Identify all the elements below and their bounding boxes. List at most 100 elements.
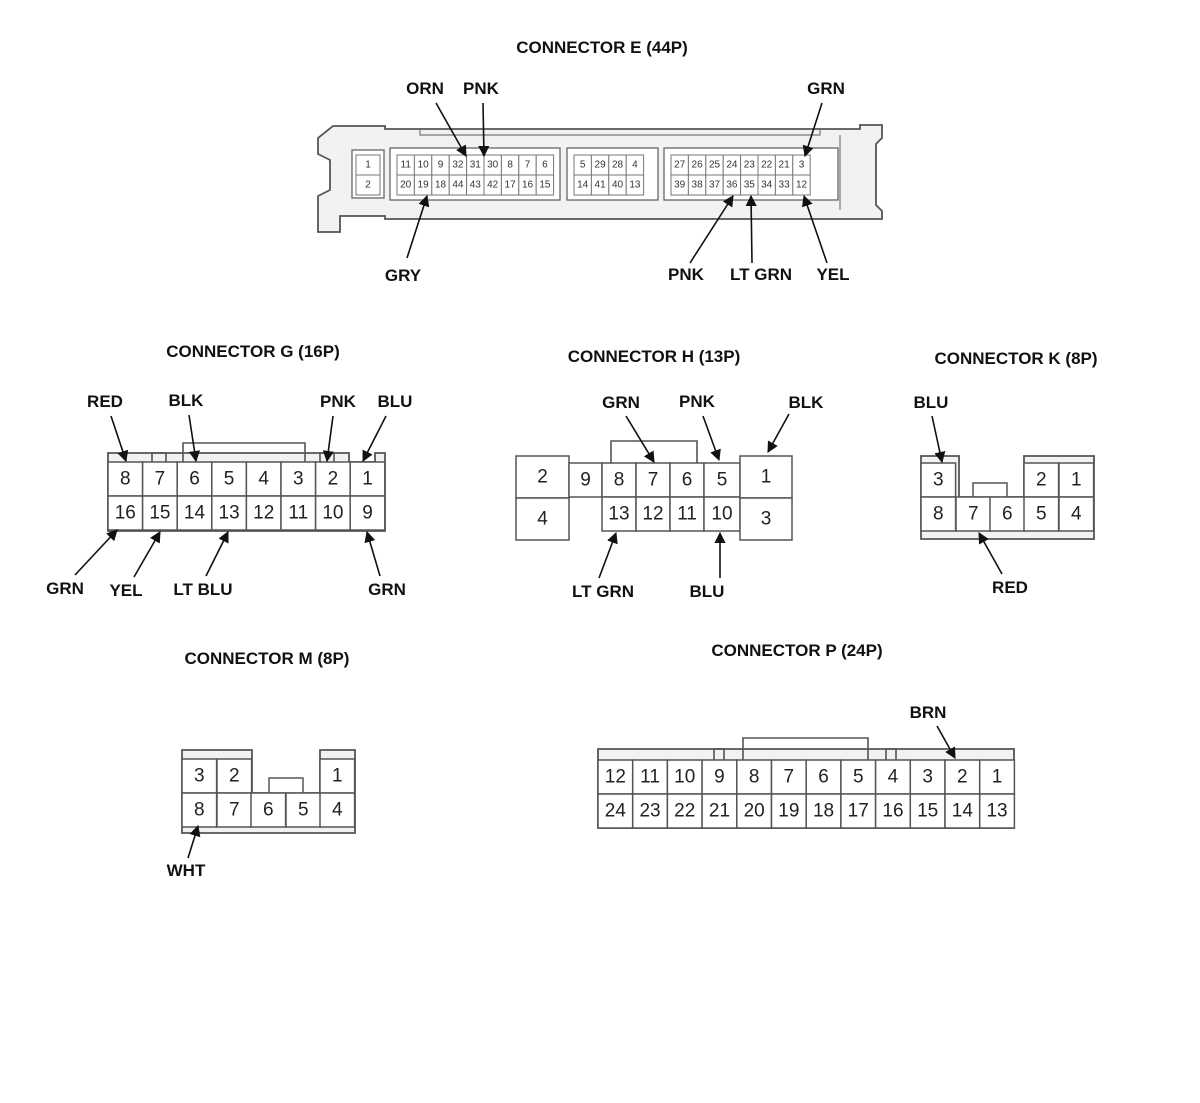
pin-cavity	[176, 461, 213, 497]
pin-number-h-2: 2	[537, 467, 548, 488]
pin-number-k-3: 3	[933, 470, 944, 491]
connector-e-title: CONNECTOR E (44P)	[516, 38, 688, 57]
wire-arrow-g1	[362, 415, 387, 462]
connector-m-title: CONNECTOR M (8P)	[185, 649, 350, 668]
pin-number-e-43: 43	[470, 180, 482, 191]
pin-cavity	[701, 793, 738, 829]
pin-cavity	[597, 759, 634, 795]
pin-cavity	[216, 758, 253, 794]
wire-label-grn-h7: GRN	[602, 393, 640, 412]
pin-number-p-22: 22	[674, 801, 695, 822]
pin-cavity	[736, 759, 773, 795]
pin-number-e-32: 32	[452, 160, 464, 171]
pin-number-g-10: 10	[322, 503, 343, 524]
pin-number-g-3: 3	[293, 469, 304, 490]
pin-number-e-35: 35	[744, 180, 756, 191]
pin-number-h-11: 11	[677, 504, 697, 525]
pin-cavity	[280, 495, 317, 531]
wire-label-brn-p2: BRN	[910, 703, 947, 722]
pin-number-e-23: 23	[744, 160, 756, 171]
pin-number-p-2: 2	[957, 767, 968, 788]
pin-number-p-16: 16	[882, 801, 903, 822]
pin-number-p-20: 20	[744, 801, 765, 822]
pin-number-e-8: 8	[507, 160, 513, 171]
wire-arrow-h13	[598, 531, 618, 579]
pin-cavity	[216, 792, 253, 828]
pin-cavity	[285, 792, 322, 828]
pin-cavity	[349, 495, 386, 531]
connector-g-title: CONNECTOR G (16P)	[166, 342, 340, 361]
pin-number-e-21: 21	[779, 160, 791, 171]
connector-k-title: CONNECTOR K (8P)	[934, 349, 1097, 368]
pin-number-p-6: 6	[818, 767, 829, 788]
pin-cavity	[635, 496, 671, 532]
pin-number-h-6: 6	[682, 470, 693, 491]
pin-number-g-6: 6	[189, 469, 200, 490]
pin-number-e-28: 28	[612, 160, 624, 171]
pin-cavity	[770, 759, 807, 795]
wire-label-grn-g16: GRN	[46, 579, 84, 598]
pin-cavity	[944, 793, 981, 829]
pin-number-m-1: 1	[332, 766, 343, 787]
pin-number-g-1: 1	[362, 469, 373, 490]
wire-arrow-e32	[435, 102, 467, 157]
pin-number-e-14: 14	[577, 180, 589, 191]
pin-number-p-12: 12	[605, 767, 626, 788]
wire-arrow-g9	[364, 530, 381, 577]
wire-label-grn-g9: GRN	[368, 580, 406, 599]
pin-number-m-7: 7	[229, 800, 240, 821]
pin-cavity	[669, 462, 705, 498]
wire-arrow-m8	[187, 824, 201, 859]
pin-number-e-36: 36	[726, 180, 738, 191]
wire-label-orn-e32: ORN	[406, 79, 444, 98]
pin-number-h-4: 4	[537, 509, 548, 530]
pin-cavity	[669, 496, 705, 532]
pin-number-e-11: 11	[401, 160, 412, 171]
pin-cavity	[944, 759, 981, 795]
pin-number-h-12: 12	[642, 504, 663, 525]
pin-cavity	[176, 495, 213, 531]
pin-number-e-4: 4	[632, 160, 638, 171]
wire-arrow-g8	[110, 415, 129, 463]
wire-label-blk-g6: BLK	[169, 391, 205, 410]
pin-number-p-8: 8	[749, 767, 760, 788]
wire-arrow-e33	[801, 194, 828, 264]
wire-label-blu-g1: BLU	[378, 392, 413, 411]
wire-label-ltblu-g13: LT BLU	[173, 580, 232, 599]
pin-cavity	[739, 455, 793, 499]
pin-number-e-30: 30	[487, 160, 499, 171]
pin-number-e-25: 25	[709, 160, 721, 171]
pin-number-p-13: 13	[986, 801, 1007, 822]
pin-cavity	[245, 461, 282, 497]
wire-label-blu-h10: BLU	[690, 582, 725, 601]
pin-number-h-9: 9	[580, 470, 591, 491]
pin-number-e-6: 6	[542, 160, 548, 171]
wire-arrow-p2	[936, 725, 956, 759]
pin-number-p-4: 4	[888, 767, 899, 788]
pin-cavity	[181, 792, 218, 828]
pin-number-p-7: 7	[784, 767, 795, 788]
pin-number-e-15: 15	[539, 180, 551, 191]
pin-cavity	[703, 462, 741, 498]
pin-number-e-9: 9	[438, 160, 444, 171]
pin-cavity	[314, 495, 351, 531]
wire-label-blk-h1: BLK	[789, 393, 825, 412]
wire-arrow-k3	[931, 415, 946, 464]
pin-number-e-7: 7	[525, 160, 531, 171]
pin-number-e-37: 37	[709, 180, 721, 191]
wire-label-wht-m8: WHT	[167, 861, 206, 880]
wire-label-pnk-h5: PNK	[679, 392, 716, 411]
pin-cavity	[211, 461, 248, 497]
pin-number-e-42: 42	[487, 180, 499, 191]
pin-number-g-13: 13	[219, 503, 240, 524]
pin-number-e-24: 24	[726, 160, 738, 171]
